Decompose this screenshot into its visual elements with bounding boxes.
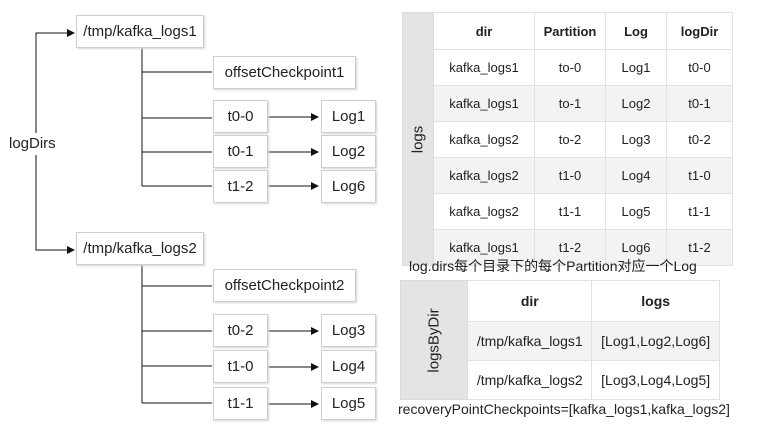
table-cell: t0-0 <box>666 49 733 86</box>
column-header: logs <box>591 280 720 322</box>
table-cell: to-1 <box>534 85 606 122</box>
log-box: Log4 <box>321 350 376 383</box>
table-cell: t1-0 <box>666 157 733 194</box>
table-cell: kafka_logs1 <box>433 229 535 266</box>
partition-box: t0-2 <box>213 314 268 347</box>
log-box: Log2 <box>321 135 376 168</box>
logs-row-header-label: logs <box>409 125 427 153</box>
table-cell: kafka_logs2 <box>433 193 535 230</box>
table-cell: kafka_logs2 <box>433 121 535 158</box>
table-cell: [Log3,Log4,Log5] <box>591 360 720 400</box>
column-header: Partition <box>534 12 606 50</box>
root-to-dir2-arrow <box>35 155 75 254</box>
logsbydir-table: logsByDir dir logs /tmp/kafka_logs1 [Log… <box>399 280 720 400</box>
logsbydir-row-header: logsByDir <box>399 280 469 400</box>
partition-box: t1-2 <box>213 170 268 203</box>
table-cell: to-2 <box>534 121 606 158</box>
table-cell: /tmp/kafka_logs1 <box>467 321 593 361</box>
table-cell: t1-0 <box>534 157 606 194</box>
table-cell: kafka_logs2 <box>433 157 535 194</box>
log-box: Log6 <box>321 170 376 203</box>
table-cell: /tmp/kafka_logs2 <box>467 360 593 400</box>
table-row: kafka_logs1 t1-2 Log6 t1-2 <box>403 229 733 266</box>
table-header-row: logs dir Partition Log logDir <box>402 12 733 266</box>
table-cell: Log5 <box>605 193 667 230</box>
dir-box-1: /tmp/kafka_logs1 <box>76 15 204 48</box>
table-cell: Log3 <box>605 121 667 158</box>
table-cell: Log4 <box>605 157 667 194</box>
table-cell: kafka_logs1 <box>433 49 535 86</box>
table-cell: t1-1 <box>534 193 606 230</box>
table-row: kafka_logs1 to-0 Log1 t0-0 <box>403 49 733 86</box>
table-row: kafka_logs2 t1-1 Log5 t1-1 <box>403 193 733 230</box>
partition-box: t0-1 <box>213 135 268 168</box>
table-cell: t0-2 <box>666 121 733 158</box>
log-box: Log3 <box>321 314 376 347</box>
log-box: Log1 <box>321 100 376 133</box>
table-row: kafka_logs2 to-2 Log3 t0-2 <box>403 121 733 158</box>
table-cell: Log1 <box>605 49 667 86</box>
table-cell: [Log1,Log2,Log6] <box>591 321 720 361</box>
table-cell: Log6 <box>605 229 667 266</box>
column-header: dir <box>433 12 535 50</box>
partition-box: t1-0 <box>213 350 268 383</box>
checkpoint-box-1: offsetCheckpoint1 <box>213 56 356 89</box>
table-row: /tmp/kafka_logs2 [Log3,Log4,Log5] <box>401 360 720 400</box>
table-cell: kafka_logs1 <box>433 85 535 122</box>
logs-table: logs dir Partition Log logDir kafka_logs… <box>402 12 733 266</box>
partition-box: t0-0 <box>213 100 268 133</box>
root-to-dir1-arrow <box>35 29 75 133</box>
column-header: dir <box>467 280 593 322</box>
partition-box: t1-1 <box>213 387 268 420</box>
logs-row-header: logs <box>402 12 434 266</box>
column-header: logDir <box>666 12 733 50</box>
dir-box-2: /tmp/kafka_logs2 <box>76 232 204 265</box>
table-row: kafka_logs2 t1-0 Log4 t1-0 <box>403 157 733 194</box>
log-box: Log5 <box>321 387 376 420</box>
column-header: Log <box>605 12 667 50</box>
table-cell: t1-1 <box>666 193 733 230</box>
table-header-row: logsByDir dir logs <box>399 280 720 400</box>
recovery-checkpoints-footer: recoveryPointCheckpoints=[kafka_logs1,ka… <box>398 401 730 417</box>
table-cell: t0-1 <box>666 85 733 122</box>
logs-table-caption: log.dirs每个目录下的每个Partition对应一个Log <box>409 258 697 274</box>
table-cell: to-0 <box>534 49 606 86</box>
checkpoint-box-2: offsetCheckpoint2 <box>213 269 356 302</box>
table-cell: Log2 <box>605 85 667 122</box>
root-label: logDirs <box>9 135 56 152</box>
table-row: /tmp/kafka_logs1 [Log1,Log2,Log6] <box>401 321 720 361</box>
table-row: kafka_logs1 to-1 Log2 t0-1 <box>403 85 733 122</box>
table-cell: t1-2 <box>666 229 733 266</box>
logsbydir-row-header-label: logsByDir <box>425 307 443 373</box>
